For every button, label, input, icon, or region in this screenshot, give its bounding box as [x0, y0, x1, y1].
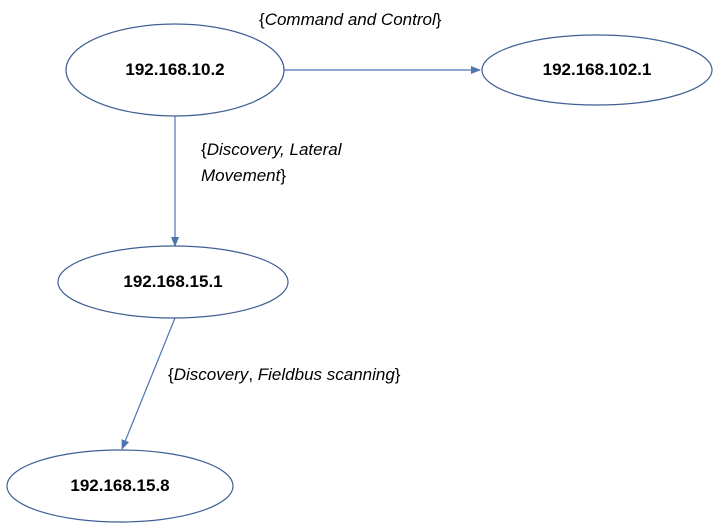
- edge-label-line-1: {Discovery, Lateral: [201, 140, 342, 159]
- node-ellipse-192-168-15-1: [57, 245, 289, 319]
- edge-label-discovery-fieldbus-scanning: {Discovery, Fieldbus scanning}: [168, 365, 401, 384]
- edge-label-text-line-1: Discovery, Lateral: [206, 140, 342, 159]
- edge-label-discovery-lateral-movement: {Discovery, Lateral Movement}: [201, 137, 341, 189]
- edge-label-line-2: Movement}: [201, 166, 287, 185]
- edge-label-text-a: Discovery: [173, 365, 249, 384]
- node-ellipse-192-168-102-1: [481, 34, 713, 106]
- node-label-192-168-15-8: 192.168.15.8: [70, 476, 170, 495]
- node-label-192-168-10-2: 192.168.10.2: [125, 60, 225, 79]
- node-label-192-168-102-1: 192.168.102.1: [542, 60, 652, 79]
- node-ellipse-192-168-15-8: [6, 449, 234, 523]
- node-label-192-168-15-1: 192.168.15.1: [123, 272, 223, 291]
- node-ellipse-192-168-10-2: [65, 23, 285, 117]
- edge-n3-n4: [121, 317, 176, 450]
- edge-label-text: Command and Control: [264, 10, 436, 29]
- edge-label-command-and-control: {Command and Control}: [259, 10, 442, 29]
- edge-label-text-line-2: Movement: [201, 166, 281, 185]
- edge-label-text-b: Fieldbus scanning: [257, 365, 395, 384]
